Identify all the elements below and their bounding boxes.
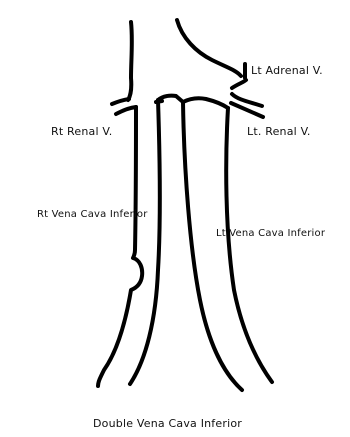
upper-trunk-right-wall: [177, 20, 241, 76]
lt-renal-label: Lt. Renal V.: [247, 126, 311, 137]
bifurcation-crest: [156, 96, 263, 117]
rt-ivc-outer-wall: [98, 107, 142, 386]
rt-renal-vein: [112, 99, 136, 114]
lt-ivc-label: Lt Vena Cava Inferior: [216, 229, 325, 239]
diagram-caption: Double Vena Cava Inferior: [93, 418, 242, 429]
lt-ivc-outer-wall: [226, 108, 272, 382]
lt-ivc-inner-wall: [183, 102, 242, 390]
rt-renal-label: Rt Renal V.: [51, 126, 112, 137]
rt-ivc-label: Rt Vena Cava Inferior: [37, 210, 148, 220]
upper-trunk-left-wall: [128, 22, 132, 100]
lt-adrenal-label: Lt Adrenal V.: [251, 65, 323, 76]
